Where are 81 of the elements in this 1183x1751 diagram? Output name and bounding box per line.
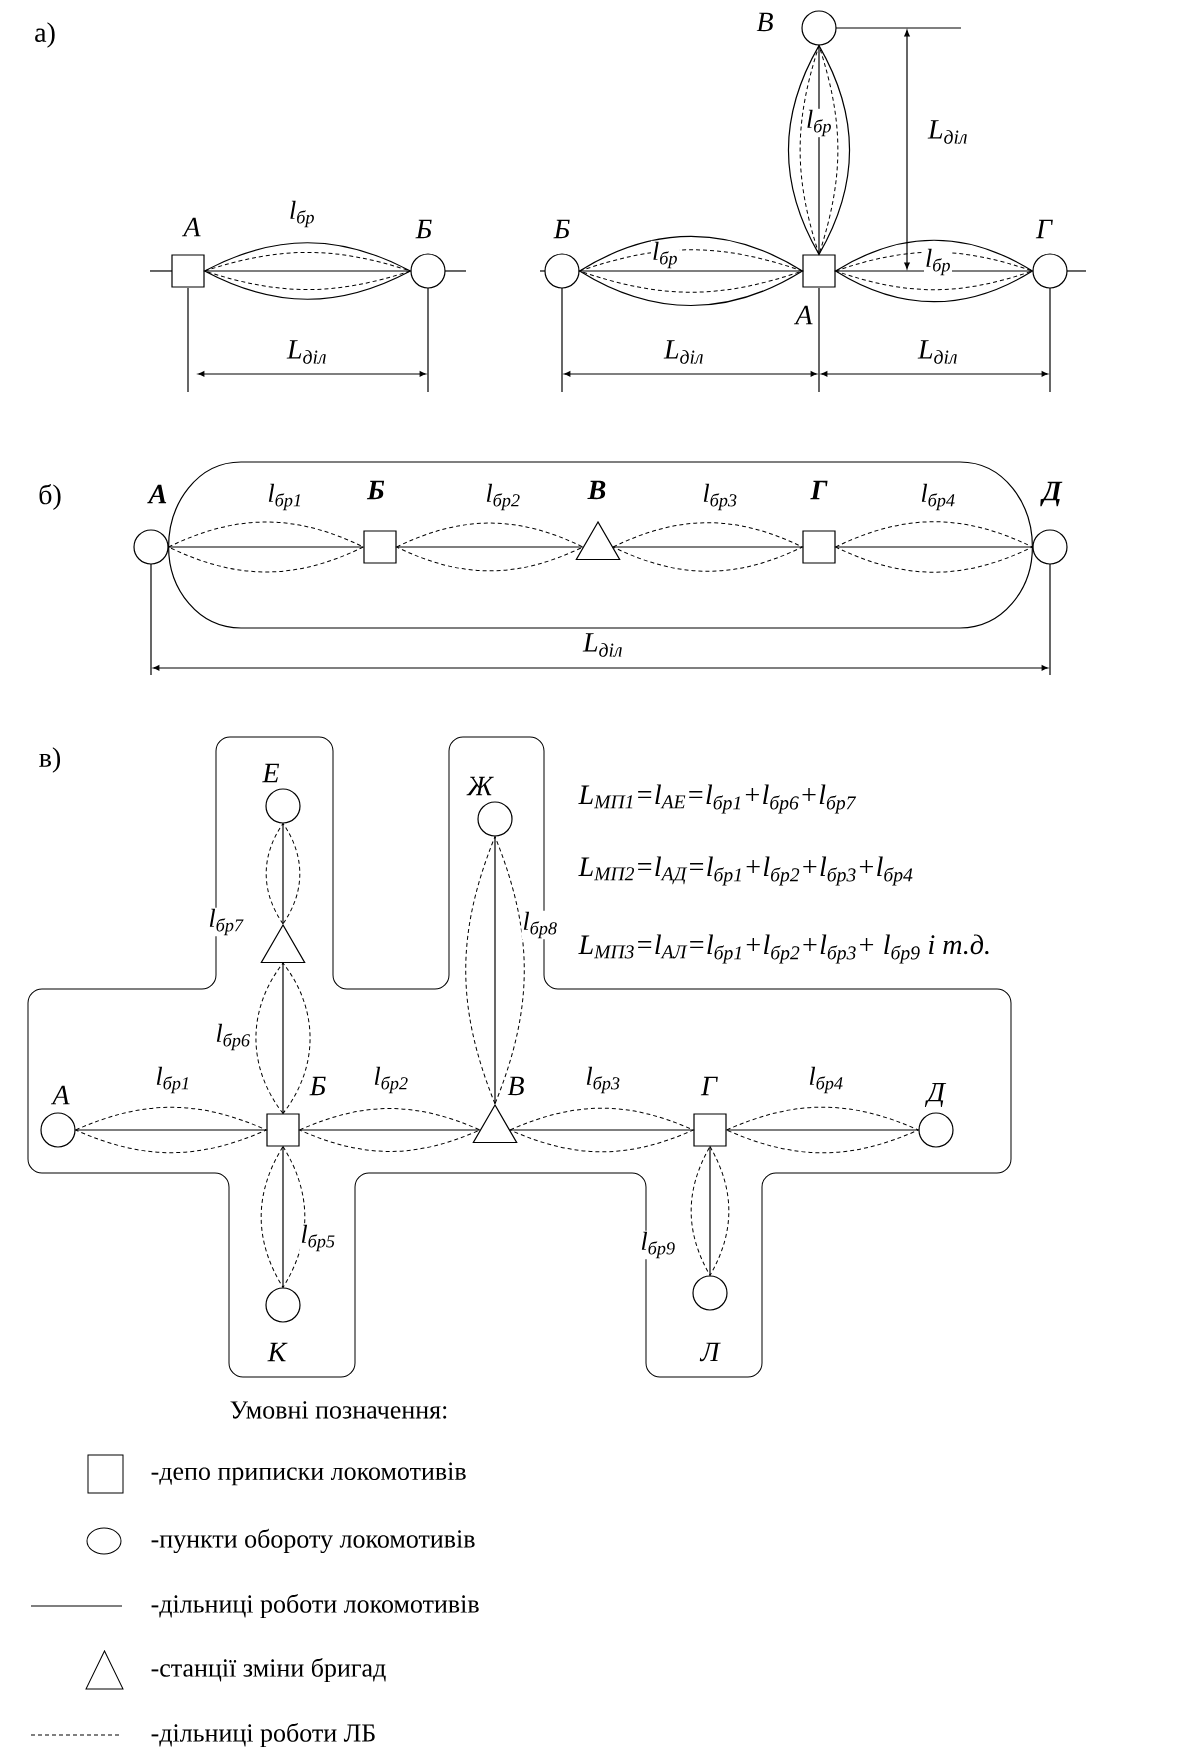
legend-text: -пункти обороту локомотивів (151, 1528, 475, 1554)
station-letter: А (50, 1085, 70, 1105)
edge-label: l$_{бр7}$ (207, 907, 245, 937)
station-letter: Г (700, 1076, 718, 1096)
station-letter: А (147, 484, 167, 504)
station-letter: Д (924, 1083, 947, 1107)
route-loop (204, 242, 411, 300)
station-letter: Г (1035, 219, 1053, 239)
station-letter: Б (309, 1076, 326, 1096)
dashed-loop (255, 962, 311, 1114)
track-line (835, 546, 1033, 548)
dimension-label: L$_{діл}$ (663, 340, 703, 364)
dashed-loop (509, 1107, 694, 1153)
dashed-loop (579, 249, 803, 293)
station-letter: Г (810, 480, 828, 500)
dimension-label: L$_{діл}$ (582, 633, 622, 657)
station-letter: Б (366, 480, 385, 500)
dashed-loop (204, 251, 411, 291)
route-loop (787, 45, 851, 255)
edge-label: l$_{бр2}$ (484, 482, 522, 512)
dashed-loop (835, 521, 1033, 573)
equation: L$_{МП1}$=l$_{АЕ}$=l$_{бр1}$+l$_{бр6}$+l$_{бр7}$ (578, 784, 857, 814)
dashed-loop (799, 45, 839, 255)
dashed-loop (465, 836, 525, 1105)
dimension-label: L$_{діл}$ (927, 120, 967, 144)
equation: L$_{МП2}$=l$_{АД}$=l$_{бр1}$+l$_{бр2}$+l$_{бр3}$+l$_{бр4}$ (578, 856, 913, 886)
track-line (396, 546, 584, 548)
station-letter: В (587, 480, 606, 500)
legend-heading: Умовні позначення: (230, 1401, 447, 1419)
dashed-loop (726, 1106, 919, 1154)
edge-label: l$_{бр4}$ (807, 1065, 845, 1095)
dimension-label: L$_{діл}$ (286, 340, 326, 364)
edge-label: l$_{бр2}$ (372, 1065, 410, 1095)
dashed-loop (612, 522, 803, 572)
edge-label: l$_{бр3}$ (701, 482, 739, 512)
edge-label: l$_{бр}$ (805, 108, 833, 138)
station-letter: Ж (466, 776, 494, 796)
station-letter: Е (262, 763, 280, 783)
dashed-loop (265, 823, 301, 925)
edge-label: l$_{бр}$ (288, 199, 316, 229)
station-letter: Л (699, 1342, 721, 1362)
track-line (168, 546, 364, 548)
panel-letter: в) (39, 747, 61, 773)
legend-text: -депо приписки локомотивів (151, 1462, 466, 1486)
dimension-label: L$_{діл}$ (917, 340, 957, 364)
station-letter: А (793, 305, 813, 325)
route-loop (168, 461, 1033, 629)
dashed-loop (299, 1108, 481, 1152)
dashed-loop (75, 1106, 267, 1154)
panel-letter: б) (39, 484, 61, 510)
equation: L$_{МП3}$=l$_{АЛ}$=l$_{бр1}$+l$_{бр2}$+l$_{бр3}$+ l$_{бр9}$ і т.д. (578, 934, 989, 964)
dashed-loop (835, 251, 1033, 291)
edge-label: l$_{бр3}$ (584, 1065, 622, 1095)
station-letter: В (756, 12, 773, 32)
panel-letter: а) (35, 22, 55, 48)
track-line (299, 1129, 481, 1131)
station-letter: Д (1040, 481, 1063, 507)
station-letter: В (507, 1076, 524, 1096)
dashed-loop (168, 521, 364, 573)
edge-label: l$_{бр4}$ (919, 482, 957, 512)
route-loop (579, 235, 803, 307)
legend-text: -дільниці роботи локомотивів (151, 1593, 479, 1619)
station-letter: А (181, 217, 201, 237)
route-loop (835, 239, 1033, 303)
edge-label: l$_{бр}$ (924, 247, 952, 277)
edge-label: l$_{бр1}$ (266, 482, 304, 512)
edge-label: l$_{бр1}$ (154, 1065, 192, 1095)
legend-text: -дільниці роботи ЛБ (151, 1722, 375, 1748)
dashed-loop (396, 522, 584, 572)
station-letter: Б (553, 219, 570, 239)
dashed-loop (690, 1146, 730, 1276)
station-letter: К (267, 1342, 288, 1362)
edge-label: l$_{бр9}$ (639, 1230, 677, 1260)
legend-text: -станції зміни бригад (151, 1657, 386, 1683)
edge-label: l$_{бр5}$ (299, 1223, 337, 1253)
station-letter: Б (415, 219, 432, 239)
edge-label: l$_{бр}$ (651, 240, 679, 270)
track-line (204, 270, 411, 272)
dashed-loop (260, 1146, 306, 1288)
edge-label: l$_{бр8}$ (521, 910, 559, 940)
edge-label: l$_{бр6}$ (214, 1022, 252, 1052)
